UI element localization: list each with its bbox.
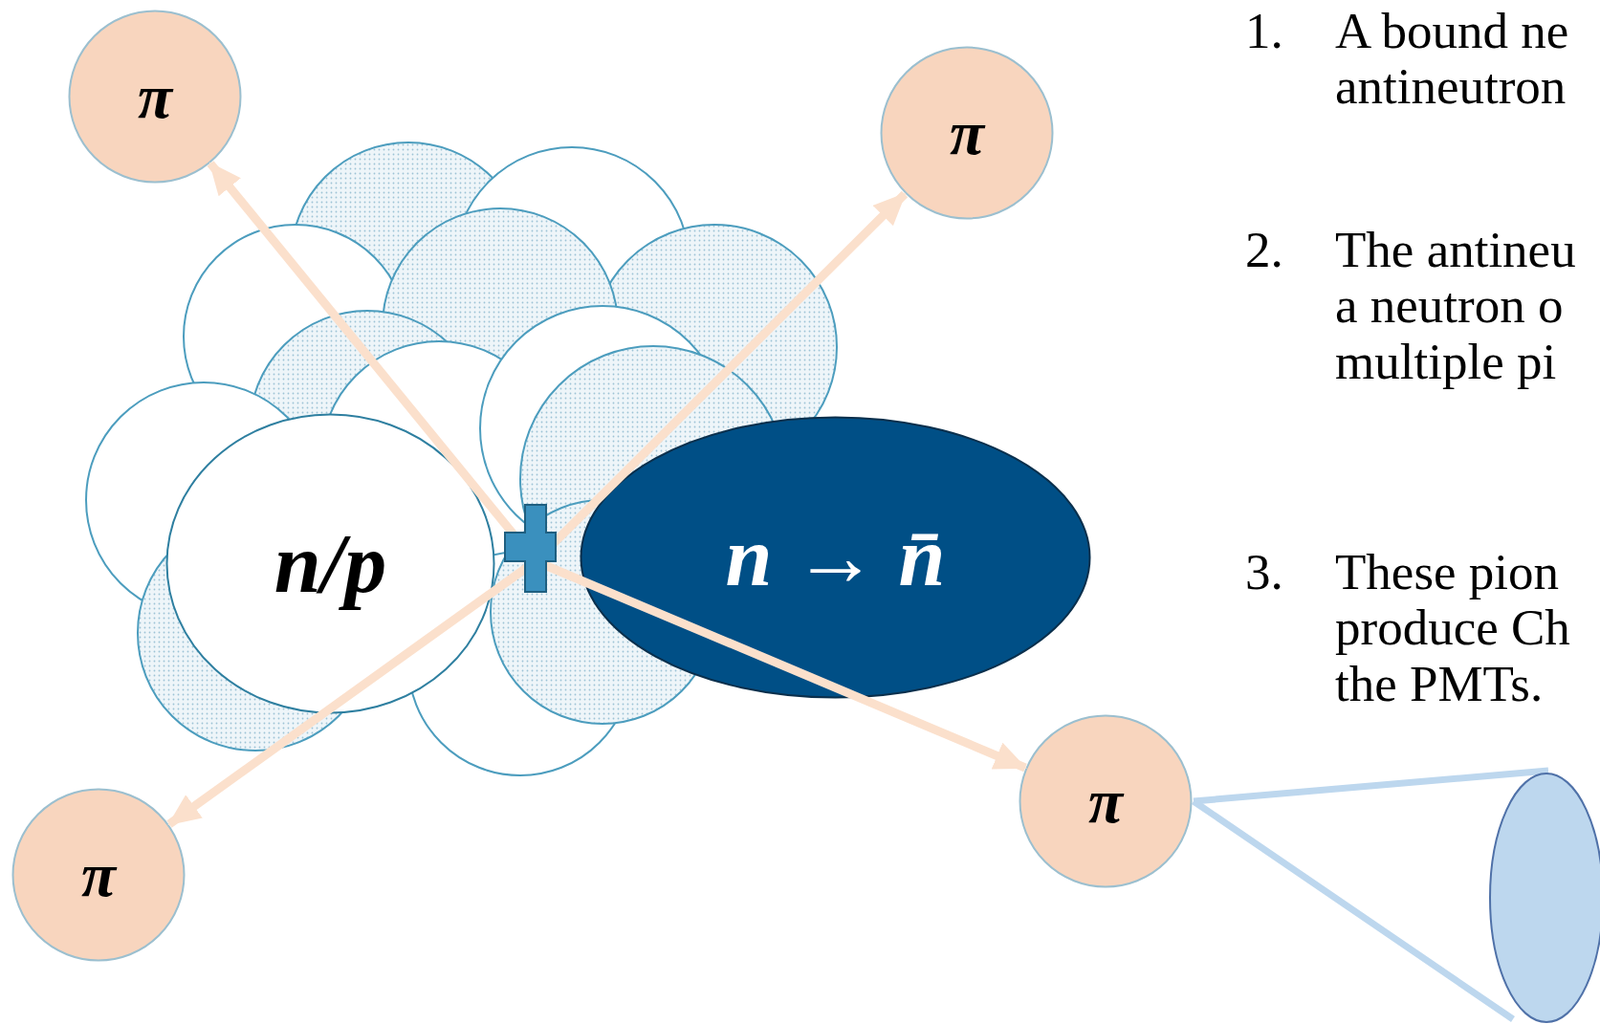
pion-circle: π [879,45,1054,220]
node-text: n → n̄ [725,515,946,600]
pion-circle: π [67,9,242,184]
list-number: 1. [1245,2,1284,59]
node-text: n/p [274,522,387,607]
cherenkov-cone [1193,770,1600,1023]
antineutron-ellipse: n → n̄ [579,416,1092,700]
pion-circle: π [1018,714,1193,889]
list-text: A bound ne antineutron [1335,2,1594,115]
node-text: π [137,65,173,129]
node-text: π [1088,769,1123,833]
pion-circle: π [11,788,186,963]
annihilation-cross [504,504,556,592]
nucleon-ellipse: n/p [165,413,496,715]
node-text: π [949,101,985,165]
node-text: π [81,843,116,907]
list-text: The antineu a neutron o multiple pi [1335,221,1594,390]
list-text: These pion produce Ch the PMTs. [1335,544,1594,712]
list-number: 3. [1245,544,1284,600]
list-number: 2. [1245,221,1284,278]
